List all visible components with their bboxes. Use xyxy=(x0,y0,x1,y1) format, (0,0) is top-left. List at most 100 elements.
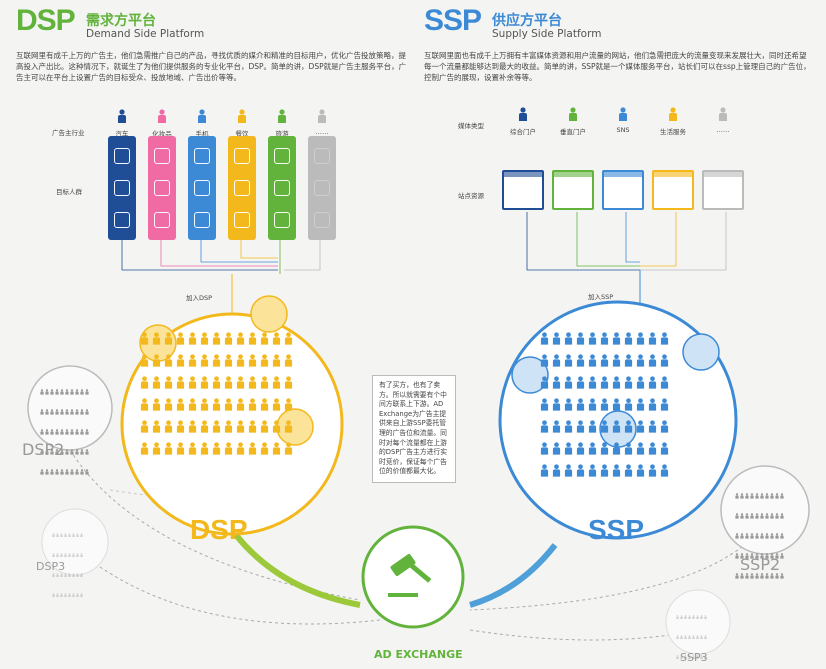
media-row-label: 媒体类型 xyxy=(458,122,484,130)
person-icon xyxy=(676,624,679,643)
person-icon xyxy=(576,418,585,437)
person-icon xyxy=(692,604,695,623)
person-icon xyxy=(660,352,669,371)
person-icon xyxy=(780,484,784,503)
person-icon xyxy=(70,460,74,479)
person-icon xyxy=(750,544,754,563)
person-icon xyxy=(188,440,197,459)
person-icon xyxy=(552,418,561,437)
person-icon xyxy=(164,374,173,393)
person-icon xyxy=(740,564,744,583)
window-bar xyxy=(654,172,692,177)
media-3: 生活服务 xyxy=(650,106,696,210)
person-icon xyxy=(588,374,597,393)
person-icon xyxy=(188,330,197,349)
person-icon xyxy=(564,440,573,459)
plane-icon xyxy=(274,180,290,196)
person-icon xyxy=(680,604,683,623)
person-icon xyxy=(80,562,83,581)
person-icon xyxy=(745,544,749,563)
person-icon xyxy=(224,330,233,349)
person-icon xyxy=(224,374,233,393)
ssp2-audience-crowd xyxy=(735,484,797,579)
person-icon xyxy=(765,524,769,543)
person-icon xyxy=(550,106,596,125)
person-icon xyxy=(775,504,779,523)
person-icon xyxy=(775,544,779,563)
person-icon xyxy=(760,524,764,543)
person-icon xyxy=(260,374,269,393)
dsp2-label: DSP2 xyxy=(22,440,65,459)
person-icon xyxy=(260,396,269,415)
person-icon xyxy=(735,544,739,563)
site-window-icon xyxy=(602,170,644,210)
person-icon xyxy=(740,504,744,523)
person-icon xyxy=(648,462,657,481)
person-icon xyxy=(80,460,84,479)
person-icon xyxy=(750,484,754,503)
person-icon xyxy=(248,440,257,459)
person-icon xyxy=(636,330,645,349)
person-icon xyxy=(140,352,149,371)
media-1: 垂直门户 xyxy=(550,106,596,210)
dsp-description: 互联网里有成千上万的广告主，他们急需推广自己的产品，寻找优质的媒介和精准的目标用… xyxy=(16,51,407,82)
person-icon xyxy=(552,440,561,459)
person-icon xyxy=(70,420,74,439)
person-icon xyxy=(600,440,609,459)
industry-label: 餐饮 xyxy=(235,130,249,138)
person-icon xyxy=(284,396,293,415)
person-icon xyxy=(765,564,769,583)
person-icon xyxy=(140,374,149,393)
person-icon xyxy=(775,564,779,583)
person-icon xyxy=(676,604,679,623)
person-icon xyxy=(248,330,257,349)
person-icon xyxy=(660,418,669,437)
person-icon xyxy=(750,524,754,543)
site-row-label: 站点资源 xyxy=(458,192,484,200)
person-icon xyxy=(588,440,597,459)
dsp-audience-crowd xyxy=(140,330,324,480)
person-icon xyxy=(692,644,695,663)
camera-icon xyxy=(194,212,210,228)
person-icon xyxy=(40,440,44,459)
person-icon xyxy=(212,374,221,393)
person-icon xyxy=(755,544,759,563)
person-icon xyxy=(660,396,669,415)
person-icon xyxy=(700,624,703,643)
person-icon xyxy=(688,604,691,623)
person-icon xyxy=(588,462,597,481)
person-icon xyxy=(248,374,257,393)
person-icon xyxy=(612,418,621,437)
gift-icon xyxy=(274,148,290,164)
media-label: …… xyxy=(716,126,730,134)
person-icon xyxy=(264,108,300,127)
ssp2-label: SSP2 xyxy=(740,555,781,574)
person-icon xyxy=(212,352,221,371)
person-icon xyxy=(648,352,657,371)
person-icon xyxy=(760,564,764,583)
person-icon xyxy=(236,418,245,437)
person-icon xyxy=(684,624,687,643)
person-icon xyxy=(564,396,573,415)
person-icon xyxy=(552,396,561,415)
person-icon xyxy=(140,418,149,437)
person-icon xyxy=(624,418,633,437)
person-icon xyxy=(200,396,209,415)
dsp-cn-title: 需求方平台 xyxy=(86,13,156,29)
person-icon xyxy=(612,352,621,371)
person-icon xyxy=(770,504,774,523)
person-icon xyxy=(740,484,744,503)
person-icon xyxy=(272,330,281,349)
ssp-description: 互联网里面也有成千上万拥有丰富媒体资源和用户流量的网站，他们急需把庞大的流量变现… xyxy=(424,51,811,82)
person-icon xyxy=(540,374,549,393)
person-icon xyxy=(636,418,645,437)
person-icon xyxy=(588,352,597,371)
person-icon xyxy=(85,420,89,439)
person-icon xyxy=(72,522,75,541)
person-icon xyxy=(760,544,764,563)
person-icon xyxy=(745,484,749,503)
person-icon xyxy=(176,396,185,415)
person-icon xyxy=(760,504,764,523)
person-icon xyxy=(600,330,609,349)
